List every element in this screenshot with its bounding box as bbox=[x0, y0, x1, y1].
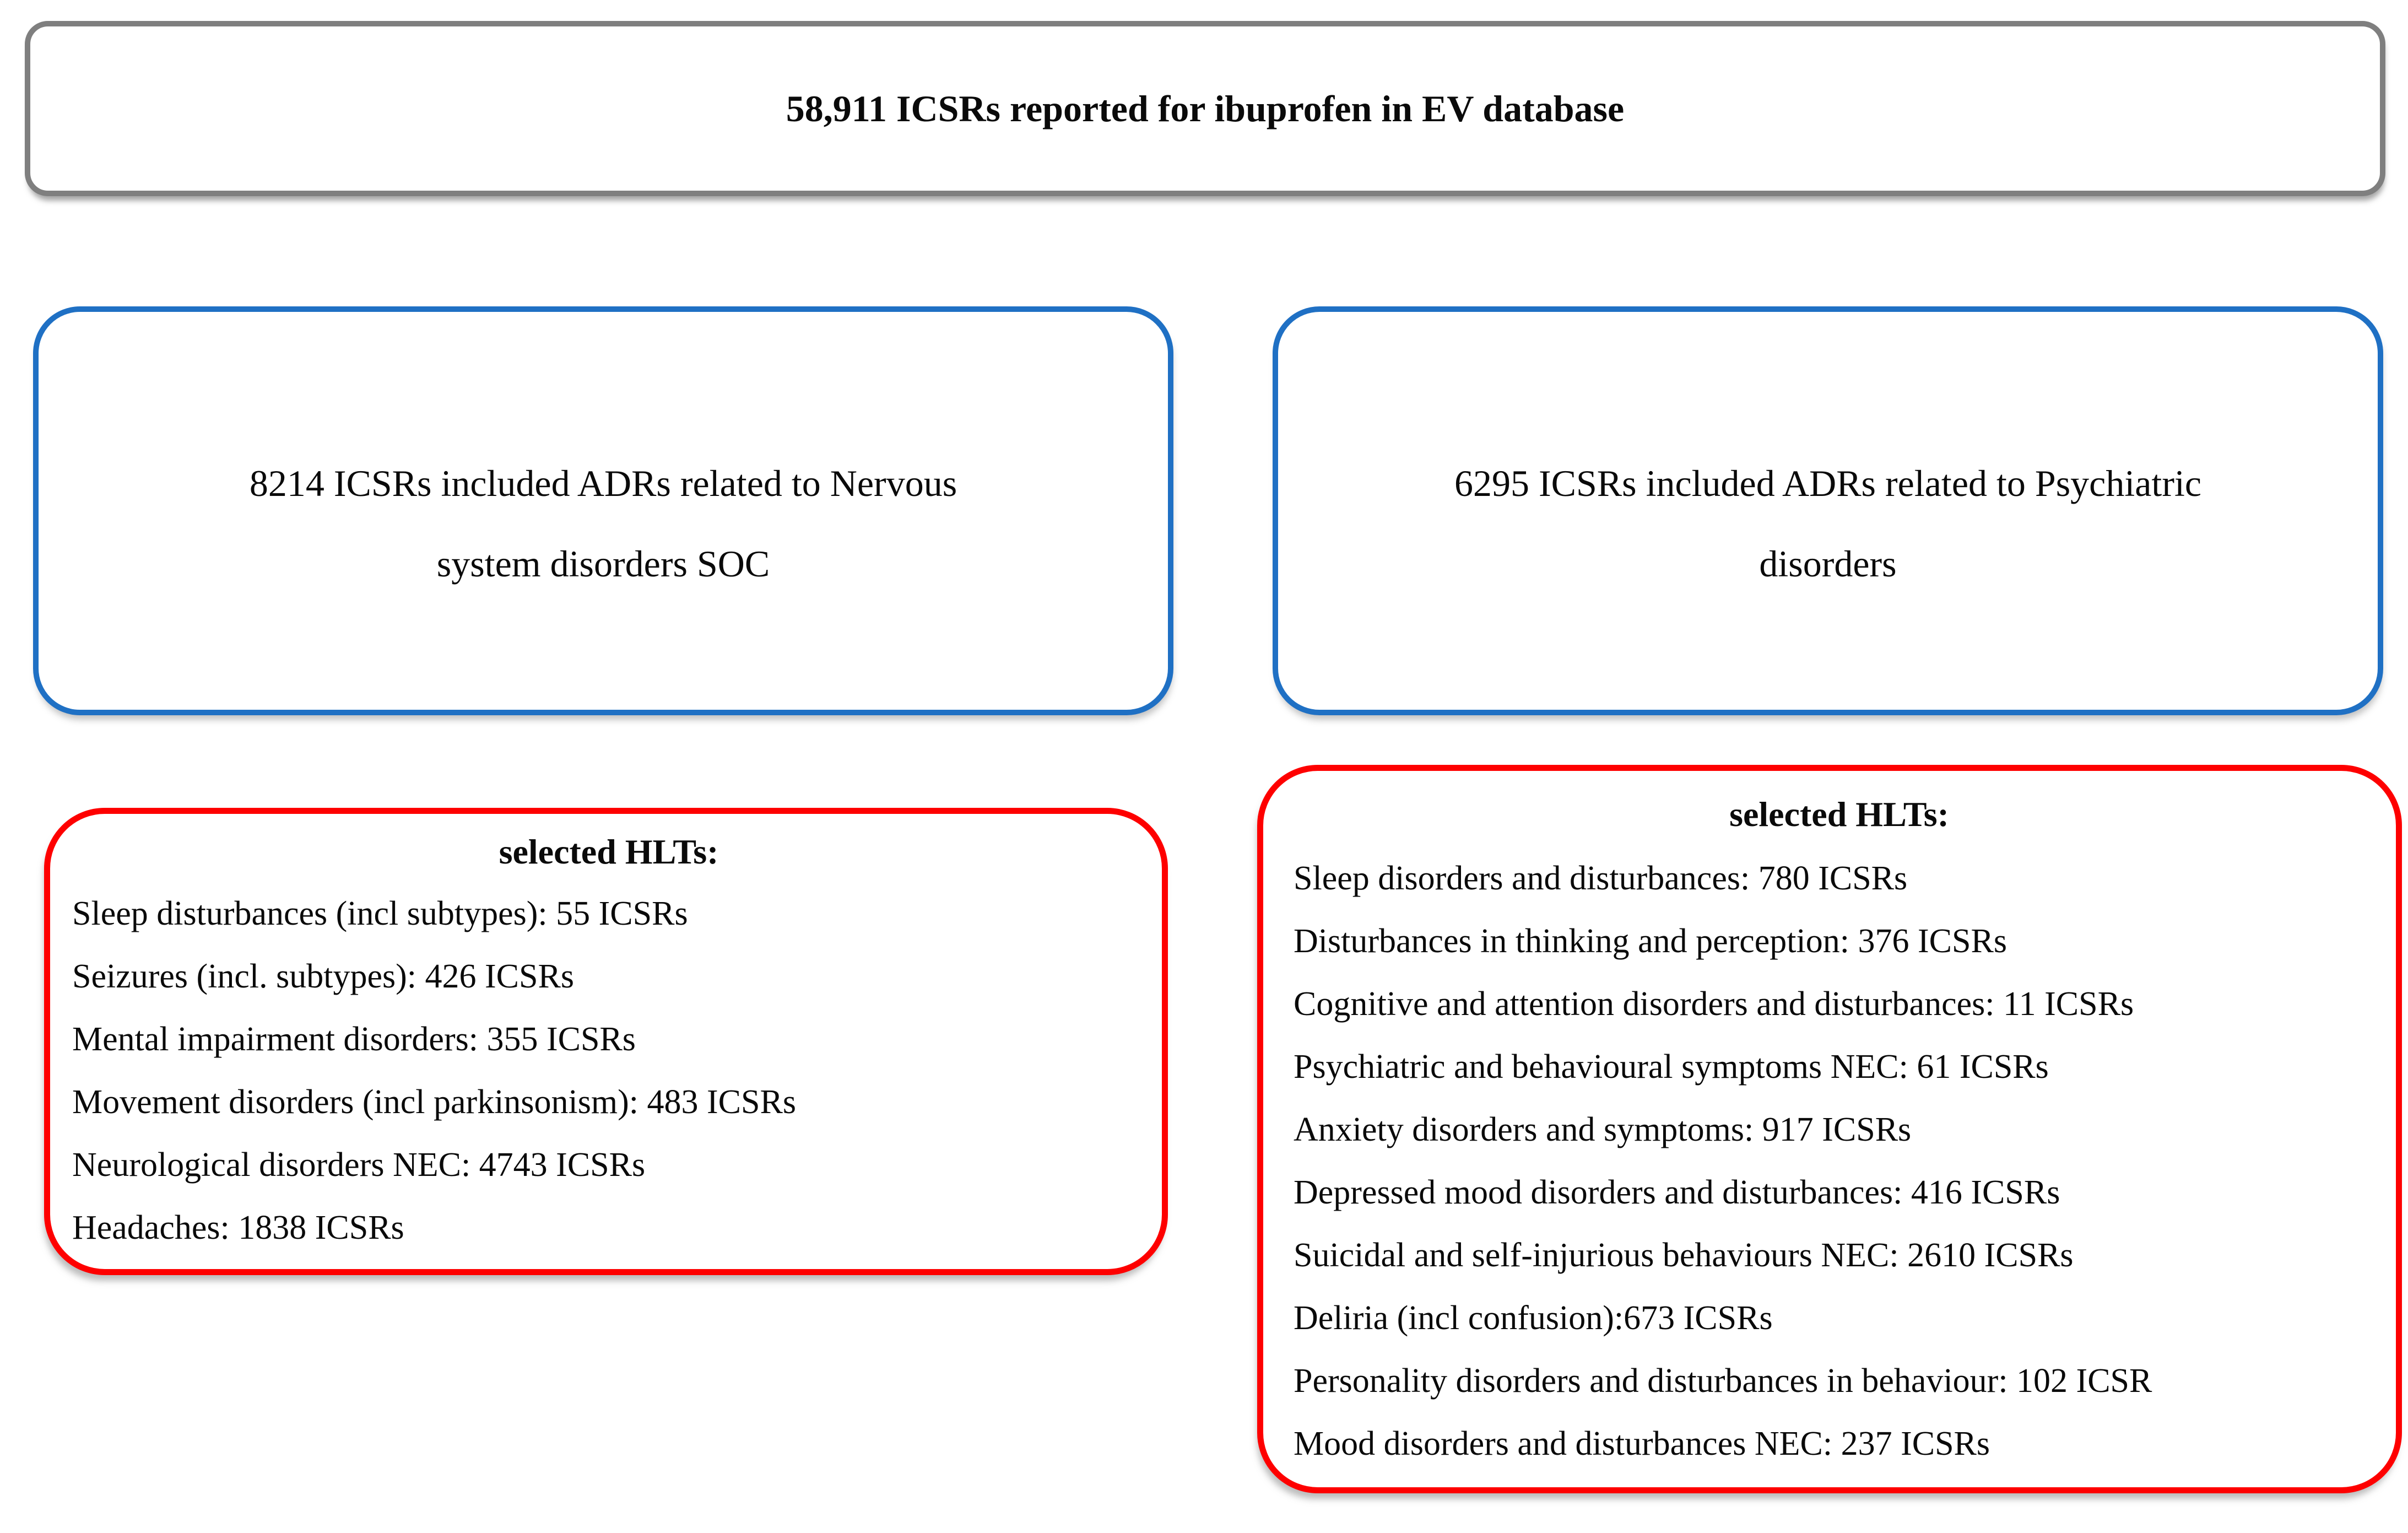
hlt-item: Neurological disorders NEC: 4743 ICSRs bbox=[72, 1146, 646, 1184]
psychiatric-soc-box: 6295 ICSRs included ADRs related to Psyc… bbox=[1273, 306, 2383, 715]
hlt-item: Seizures (incl. subtypes): 426 ICSRs bbox=[72, 958, 574, 995]
total-icsr-text: 58,911 ICSRs reported for ibuprofen in E… bbox=[786, 87, 1625, 129]
nervous-hlt-heading: selected HLTs: bbox=[499, 832, 719, 871]
hlt-item: Deliria (incl confusion):673 ICSRs bbox=[1294, 1299, 1773, 1337]
hlt-item: Disturbances in thinking and perception:… bbox=[1294, 922, 2007, 960]
hlt-item: Depressed mood disorders and disturbance… bbox=[1294, 1174, 2060, 1211]
psychiatric-hlt-heading: selected HLTs: bbox=[1729, 795, 1949, 834]
nervous-soc-box: 8214 ICSRs included ADRs related to Nerv… bbox=[33, 306, 1173, 715]
hlt-item: Mood disorders and disturbances NEC: 237… bbox=[1294, 1425, 1990, 1462]
hlt-item: Sleep disturbances (incl subtypes): 55 I… bbox=[72, 895, 688, 932]
hlt-item: Cognitive and attention disorders and di… bbox=[1294, 985, 2134, 1023]
hlt-item: Mental impairment disorders: 355 ICSRs bbox=[72, 1021, 636, 1058]
psychiatric-soc-text: 6295 ICSRs included ADRs related to Psyc… bbox=[1454, 462, 2202, 585]
hlt-item: Headaches: 1838 ICSRs bbox=[72, 1209, 404, 1246]
psychiatric-hlt-list: Sleep disorders and disturbances: 780 IC… bbox=[1294, 847, 2385, 1475]
hlt-item: Movement disorders (incl parkinsonism): … bbox=[72, 1083, 796, 1121]
nervous-hlt-box: selected HLTs: Sleep disturbances (incl … bbox=[44, 808, 1168, 1275]
hlt-item: Sleep disorders and disturbances: 780 IC… bbox=[1294, 860, 1908, 897]
psychiatric-hlt-box: selected HLTs: Sleep disorders and distu… bbox=[1257, 765, 2402, 1493]
hlt-item: Anxiety disorders and symptoms: 917 ICSR… bbox=[1294, 1111, 1912, 1148]
hlt-item: Suicidal and self-injurious behaviours N… bbox=[1294, 1237, 2074, 1274]
total-icsr-box: 58,911 ICSRs reported for ibuprofen in E… bbox=[25, 21, 2385, 196]
hlt-item: Psychiatric and behavioural symptoms NEC… bbox=[1294, 1048, 2049, 1086]
nervous-soc-text: 8214 ICSRs included ADRs related to Nerv… bbox=[249, 462, 957, 585]
hlt-item: Personality disorders and disturbances i… bbox=[1294, 1362, 2152, 1400]
nervous-hlt-list: Sleep disturbances (incl subtypes): 55 I… bbox=[72, 882, 1145, 1259]
